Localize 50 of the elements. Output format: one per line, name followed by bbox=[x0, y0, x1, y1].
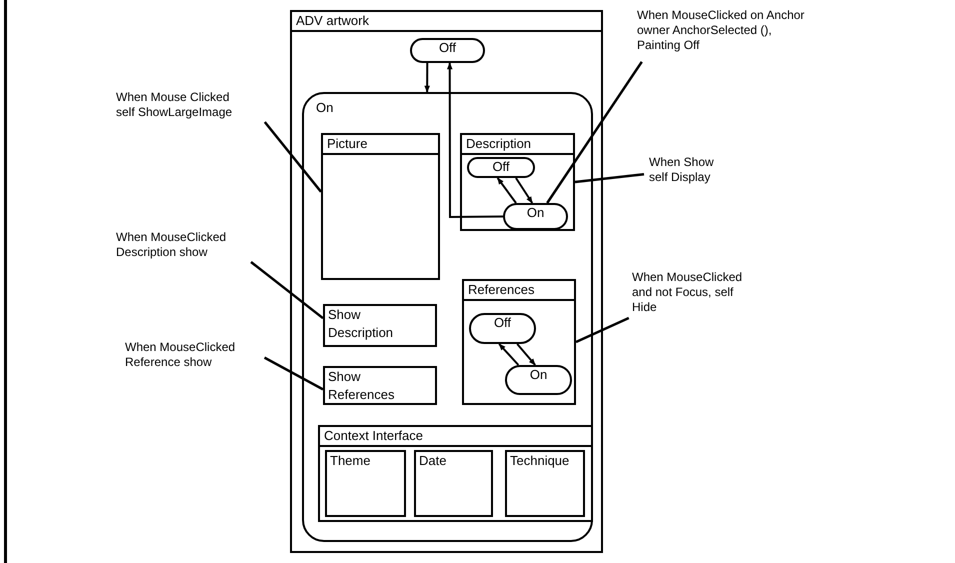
transition-arrow bbox=[498, 343, 520, 366]
state-pill bbox=[410, 38, 485, 63]
component-name: Show Description bbox=[327, 306, 394, 342]
panel-title: ADV artwork bbox=[296, 13, 369, 28]
panel-box bbox=[290, 10, 603, 553]
component-box bbox=[323, 304, 437, 347]
component-name: Theme bbox=[329, 452, 372, 470]
state-name: On bbox=[316, 99, 334, 117]
annotation-text: When MouseClicked and not Focus, self Hide bbox=[632, 270, 744, 315]
state-name: Off bbox=[438, 40, 456, 56]
annotation-text: When MouseClicked on Anchor owner AnchorSelected (), Painting Off bbox=[637, 8, 806, 53]
leader-line bbox=[546, 61, 643, 204]
transition-arrow bbox=[515, 177, 534, 204]
panel-box bbox=[460, 133, 575, 231]
panel-title: Picture bbox=[327, 136, 368, 151]
leader-line bbox=[264, 121, 322, 193]
component-name: Show References bbox=[327, 368, 396, 404]
transition-arrow bbox=[516, 343, 536, 366]
component-name: Technique bbox=[509, 452, 570, 470]
panel-box bbox=[318, 425, 593, 522]
component-name: Date bbox=[418, 452, 448, 470]
panel-title: Context Interface bbox=[324, 428, 423, 443]
panel-title: Description bbox=[466, 136, 532, 151]
transition-arrow bbox=[496, 177, 517, 204]
state-pill bbox=[469, 313, 536, 344]
annotation-text: When Show self Display bbox=[649, 155, 715, 185]
component-box bbox=[325, 450, 406, 517]
state-pill bbox=[505, 365, 572, 395]
annotation-text: When MouseClicked Description show bbox=[116, 230, 228, 260]
state-name: Off bbox=[494, 315, 512, 331]
leader-line bbox=[575, 316, 630, 344]
component-box bbox=[323, 366, 437, 405]
panel-title: References bbox=[468, 282, 534, 297]
component-box bbox=[414, 450, 493, 517]
transition-arrow bbox=[424, 63, 430, 93]
state-name: On bbox=[526, 205, 544, 221]
panel-box bbox=[321, 133, 440, 280]
state-name: Off bbox=[492, 159, 510, 175]
annotation-text: When MouseClicked Reference show bbox=[125, 340, 236, 370]
state-pill bbox=[503, 203, 568, 230]
state-pill bbox=[467, 157, 535, 178]
state-name: On bbox=[530, 367, 548, 383]
transition-arrow bbox=[446, 62, 503, 218]
leader-line bbox=[574, 172, 644, 184]
leader-line bbox=[264, 356, 324, 390]
component-box bbox=[505, 450, 585, 517]
annotation-text: When Mouse Clicked self ShowLargeImage bbox=[116, 90, 234, 120]
leader-line bbox=[250, 261, 324, 320]
panel-box bbox=[462, 279, 576, 405]
state-box bbox=[302, 92, 593, 542]
